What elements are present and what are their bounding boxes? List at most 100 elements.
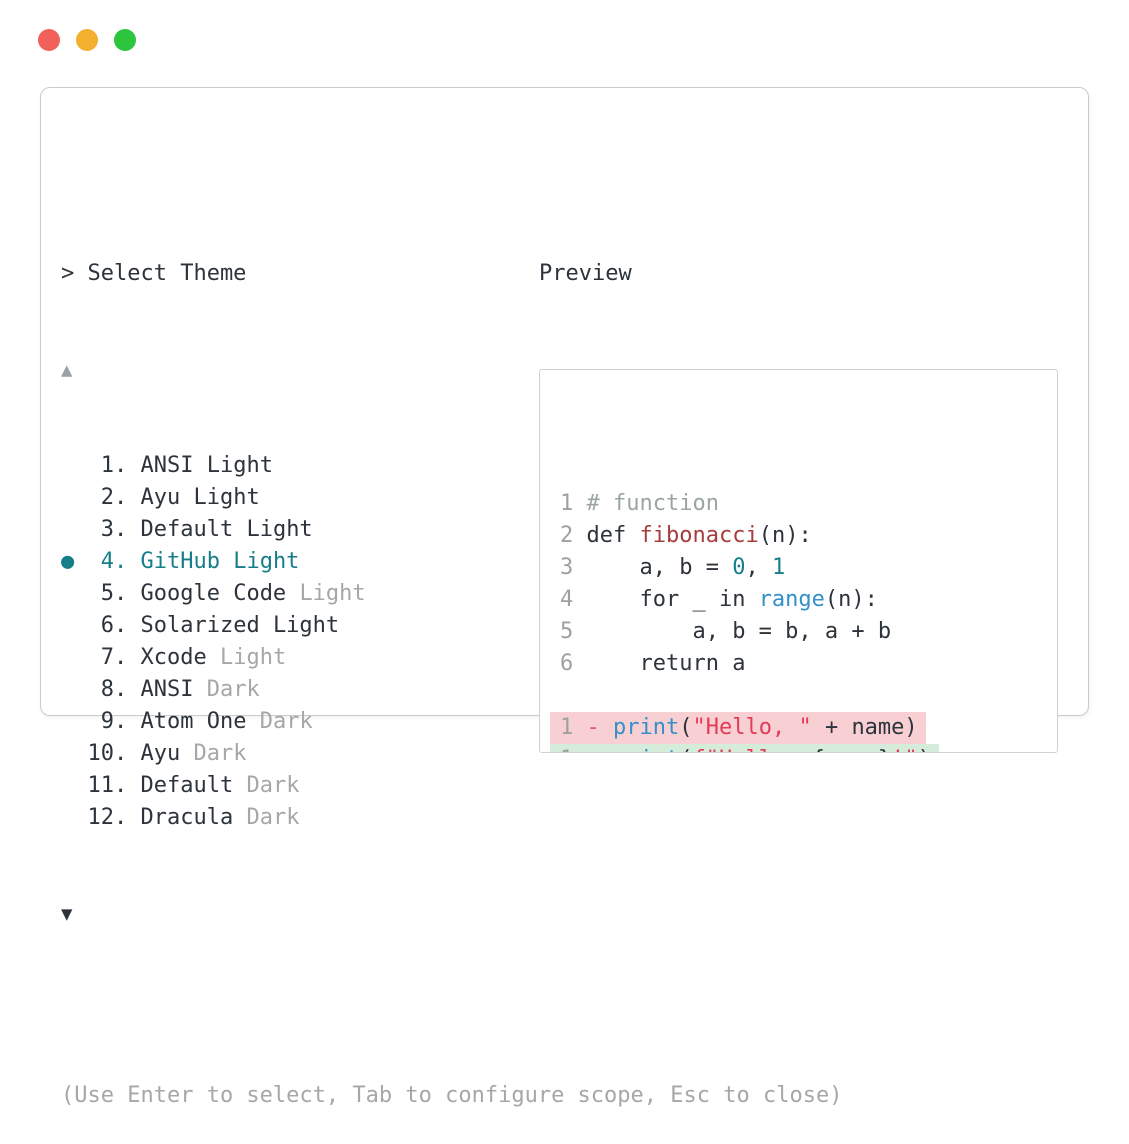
marker-space (61, 805, 88, 830)
code-line-6: 6 return a (560, 648, 1057, 680)
minimize-button[interactable] (76, 29, 98, 51)
code-token: a, b = (586, 555, 733, 580)
marker-space (61, 517, 88, 542)
code-token: , (745, 555, 772, 580)
theme-name: Google Code (140, 581, 300, 606)
theme-number: 5. (87, 581, 141, 606)
theme-item-7[interactable]: 7. Xcode Light (61, 642, 539, 674)
footer-hint: (Use Enter to select, Tab to configure s… (61, 1083, 843, 1108)
theme-number: 6. (87, 613, 141, 638)
selector-columns: > Select Theme ▲ 1. ANSI Light 2. Ayu Li… (61, 194, 1068, 994)
code-token: {name} (812, 747, 891, 752)
marker-space (61, 645, 88, 670)
marker-space (61, 613, 88, 638)
theme-list-pane: > Select Theme ▲ 1. ANSI Light 2. Ayu Li… (61, 194, 539, 994)
theme-item-11[interactable]: 11. Default Dark (61, 770, 539, 802)
theme-name: ANSI (140, 677, 207, 702)
code-token: ( (679, 747, 692, 752)
code-token: def (586, 523, 640, 548)
window-controls (38, 29, 136, 51)
code-token: ( (679, 715, 693, 740)
marker-space (61, 741, 88, 766)
code-line-4: 4 for _ in range(n): (560, 584, 1057, 616)
theme-number: 7. (87, 645, 141, 670)
theme-item-1[interactable]: 1. ANSI Light (61, 450, 539, 482)
marker-space (61, 677, 88, 702)
diff-line-removed: 1 - print("Hello, " + name) (550, 712, 926, 744)
diff-line-added: 1 + print(f"Hello, {name}!") (550, 744, 939, 752)
code-token: (n): (758, 523, 812, 548)
marker-space (61, 773, 88, 798)
theme-variant: Dark (246, 805, 300, 830)
preview-title: Preview (539, 261, 632, 286)
theme-number: 3. (87, 517, 141, 542)
zoom-button[interactable] (114, 29, 136, 51)
theme-variant: Dark (246, 773, 300, 798)
marker-space (61, 453, 88, 478)
code-line-1: 1 # function (560, 488, 1057, 520)
theme-name: Solarized (140, 613, 273, 638)
theme-variant: Light (233, 549, 300, 574)
theme-name: ANSI (140, 453, 207, 478)
code-token: + name) (811, 715, 918, 740)
theme-number: 12. (87, 805, 141, 830)
code-token: 0 (732, 555, 746, 580)
theme-name: Atom One (140, 709, 260, 734)
code-token: print (613, 715, 680, 740)
code-token: ) (918, 747, 931, 752)
code-token: f"Hello, (692, 747, 811, 752)
code-line-3: 3 a, b = 0, 1 (560, 552, 1057, 584)
theme-item-12[interactable]: 12. Dracula Dark (61, 802, 539, 834)
line-number: 1 (560, 491, 587, 516)
marker-space (61, 709, 88, 734)
code-token: "Hello, " (692, 715, 812, 740)
code-token: !" (891, 747, 918, 752)
line-number: 1 (560, 715, 587, 740)
theme-item-4[interactable]: ● 4. GitHub Light (61, 546, 539, 578)
theme-item-6[interactable]: 6. Solarized Light (61, 610, 539, 642)
theme-number: 1. (87, 453, 141, 478)
close-button[interactable] (38, 29, 60, 51)
marker-space (61, 485, 88, 510)
theme-selector-panel: > Select Theme ▲ 1. ANSI Light 2. Ayu Li… (40, 87, 1089, 1108)
code-token: for _ in (586, 587, 759, 612)
theme-name: Dracula (140, 805, 247, 830)
code-token: a, b = b, a + b (586, 619, 892, 644)
theme-item-5[interactable]: 5. Google Code Light (61, 578, 539, 610)
line-number: 3 (560, 555, 587, 580)
theme-variant: Dark (259, 709, 313, 734)
scroll-up-icon[interactable]: ▲ (61, 359, 73, 381)
code-token: # function (586, 491, 719, 516)
code-token: (n): (824, 587, 878, 612)
line-number: 5 (560, 619, 587, 644)
code-token: return a (586, 651, 746, 676)
theme-name: Default (140, 517, 247, 542)
theme-item-9[interactable]: 9. Atom One Dark (61, 706, 539, 738)
theme-item-2[interactable]: 2. Ayu Light (61, 482, 539, 514)
theme-number: 9. (87, 709, 141, 734)
theme-item-3[interactable]: 3. Default Light (61, 514, 539, 546)
theme-item-8[interactable]: 8. ANSI Dark (61, 674, 539, 706)
theme-variant: Dark (193, 741, 247, 766)
theme-variant: Light (272, 613, 340, 638)
theme-item-10[interactable]: 10. Ayu Dark (61, 738, 539, 770)
theme-list: 1. ANSI Light 2. Ayu Light 3. Default Li… (61, 450, 539, 834)
code-token: + (587, 747, 614, 752)
theme-name: Ayu (140, 485, 194, 510)
code-token: print (613, 747, 679, 752)
line-number: 1 (560, 747, 587, 752)
theme-name: Ayu (140, 741, 194, 766)
theme-variant: Light (299, 581, 366, 606)
theme-number: 10. (87, 741, 141, 766)
theme-variant: Dark (206, 677, 260, 702)
scroll-down-icon[interactable]: ▼ (61, 903, 73, 925)
theme-number: 11. (87, 773, 141, 798)
theme-number: 2. (87, 485, 141, 510)
code-token: - (586, 715, 613, 740)
code-line-blank (560, 680, 1057, 712)
select-theme-title: > Select Theme (61, 261, 247, 286)
theme-number: 4. (87, 549, 141, 574)
line-number: 2 (560, 523, 587, 548)
theme-number: 8. (87, 677, 141, 702)
